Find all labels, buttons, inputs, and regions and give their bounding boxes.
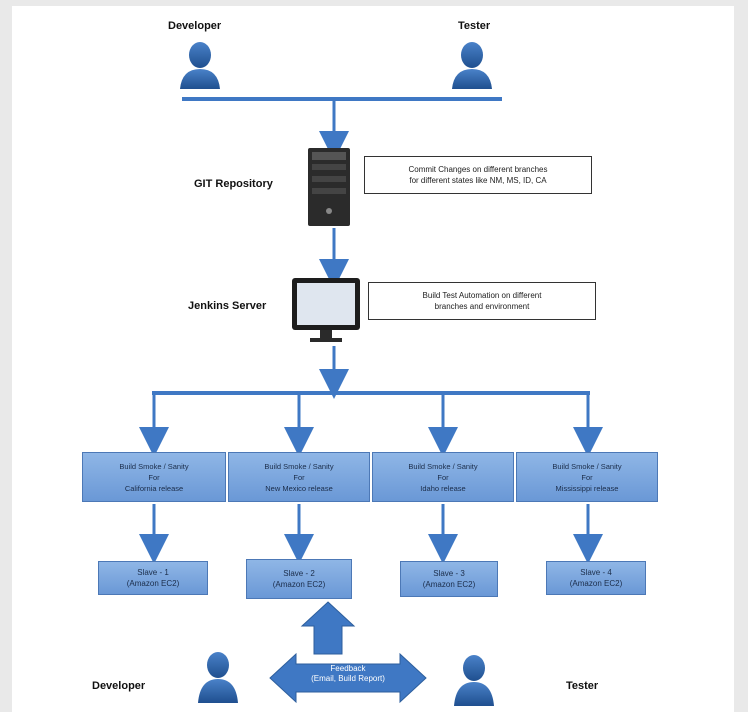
slave-1-line-1: Slave - 1 <box>137 568 169 577</box>
build-2-line-1: Build Smoke / Sanity <box>264 461 334 471</box>
build-3-line-1: Build Smoke / Sanity <box>408 461 478 471</box>
slave-2-line-1: Slave - 2 <box>283 569 315 578</box>
slave-4-line-1: Slave - 4 <box>580 568 612 577</box>
git-note-line-1: Commit Changes on different branches <box>408 165 548 174</box>
slave-box-2: Slave - 2 (Amazon EC2) <box>246 559 352 599</box>
jenkins-note-box: Build Test Automation on different branc… <box>368 282 596 320</box>
developer-icon-bottom <box>198 652 238 703</box>
build-3-line-2: For <box>437 472 449 482</box>
slave-box-3: Slave - 3 (Amazon EC2) <box>400 561 498 597</box>
jenkins-note-line-1: Build Test Automation on different <box>422 291 542 300</box>
jenkins-monitor-icon <box>292 278 360 342</box>
slave-2-line-2: (Amazon EC2) <box>272 580 326 589</box>
git-server-icon <box>308 148 350 226</box>
feedback-line-1: Feedback <box>330 664 366 673</box>
build-1-line-2: For <box>148 472 160 482</box>
jenkins-server-label: Jenkins Server <box>188 300 267 312</box>
build-4-line-3: Mississippi release <box>555 483 619 493</box>
tester-label-bottom: Tester <box>566 680 599 692</box>
build-4-line-1: Build Smoke / Sanity <box>552 461 622 471</box>
git-repository-label: GIT Repository <box>194 178 273 190</box>
build-3-line-3: Idaho release <box>420 483 466 493</box>
slave-box-1: Slave - 1 (Amazon EC2) <box>98 561 208 595</box>
diagram-canvas: Developer Tester GIT Repository Commit C… <box>12 6 734 712</box>
tester-icon-bottom <box>454 655 494 706</box>
feedback-arrows <box>269 601 427 704</box>
developer-label-top: Developer <box>168 20 222 32</box>
diagram-graphics <box>139 42 603 706</box>
tester-icon-top <box>452 42 492 89</box>
slave-1-line-2: (Amazon EC2) <box>126 579 180 588</box>
feedback-line-2: (Email, Build Report) <box>311 674 385 683</box>
build-2-line-2: For <box>293 472 305 482</box>
build-2-line-3: New Mexico release <box>265 483 333 493</box>
build-box-2: Build Smoke / Sanity For New Mexico rele… <box>228 452 370 502</box>
developer-icon-top <box>180 42 220 89</box>
distribution-bar <box>152 391 590 395</box>
build-1-line-1: Build Smoke / Sanity <box>119 461 189 471</box>
build-1-line-3: California release <box>124 483 184 493</box>
build-box-4: Build Smoke / Sanity For Mississippi rel… <box>516 452 658 502</box>
slave-3-line-1: Slave - 3 <box>433 569 465 578</box>
feedback-label: Feedback (Email, Build Report) <box>296 664 400 684</box>
git-note-box: Commit Changes on different branches for… <box>364 156 592 194</box>
jenkins-note-line-2: branches and environment <box>434 302 530 311</box>
git-note-line-2: for different states like NM, MS, ID, CA <box>409 176 547 185</box>
slave-3-line-2: (Amazon EC2) <box>422 580 476 589</box>
slave-box-4: Slave - 4 (Amazon EC2) <box>546 561 646 595</box>
developer-label-bottom: Developer <box>92 680 146 692</box>
build-box-3: Build Smoke / Sanity For Idaho release <box>372 452 514 502</box>
slave-4-line-2: (Amazon EC2) <box>569 579 623 588</box>
tester-label-top: Tester <box>458 20 491 32</box>
build-4-line-2: For <box>581 472 593 482</box>
build-box-1: Build Smoke / Sanity For California rele… <box>82 452 226 502</box>
top-connector-bar <box>182 97 502 101</box>
